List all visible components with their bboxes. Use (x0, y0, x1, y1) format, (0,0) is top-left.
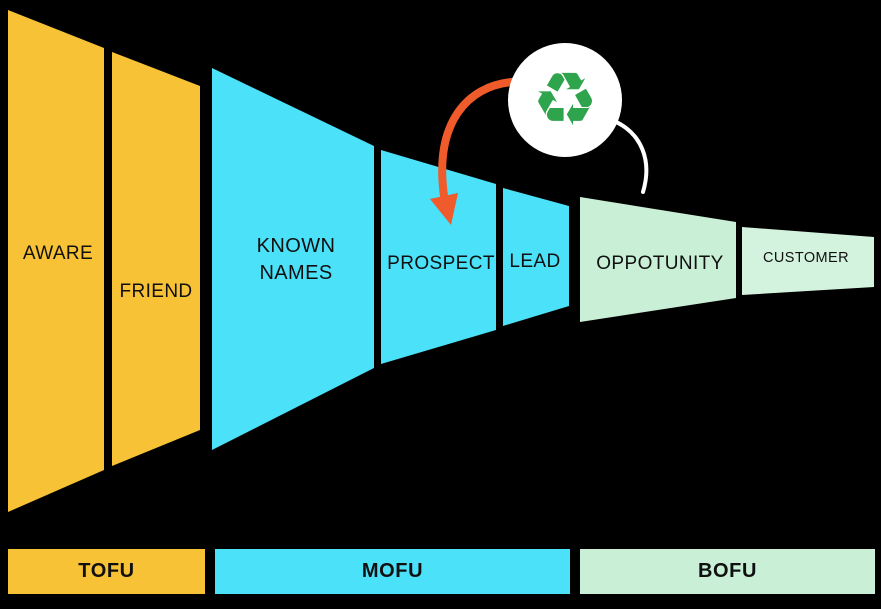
stage-shape-prospect (381, 150, 496, 364)
legend-label-tofu: TOFU (78, 560, 135, 582)
stage-label-friend: FRIEND (119, 281, 193, 303)
recycle-badge-circle (508, 43, 622, 157)
legend-label-mofu: MOFU (361, 560, 424, 582)
red-arrowhead-icon (430, 193, 458, 225)
stage-label-known-names: KNOWN NAMES (256, 235, 336, 284)
stage-label-customer: CUSTOMER (763, 250, 849, 267)
stage-label-prospect: PROSPECT (387, 253, 495, 275)
stage-shape-friend (112, 52, 200, 466)
legend-bar-mofu: MOFU (215, 549, 570, 594)
stage-label-oppotunity: OPPOTUNITY (596, 253, 724, 275)
stage-shape-aware (8, 10, 104, 512)
stage-label-lead: LEAD (509, 251, 561, 273)
recycle-arc-white (610, 118, 649, 194)
stage-shape-lead (503, 188, 569, 326)
recycle-arrow-red (438, 78, 516, 200)
legend-bar-tofu: TOFU (8, 549, 205, 594)
stage-shape-customer (742, 227, 874, 295)
stage-label-aware: AWARE (22, 243, 94, 265)
stage-shape-known-names (212, 68, 374, 450)
legend-bar-bofu: BOFU (580, 549, 875, 594)
stage-shape-oppotunity (580, 197, 736, 322)
legend-label-bofu: BOFU (697, 560, 758, 582)
